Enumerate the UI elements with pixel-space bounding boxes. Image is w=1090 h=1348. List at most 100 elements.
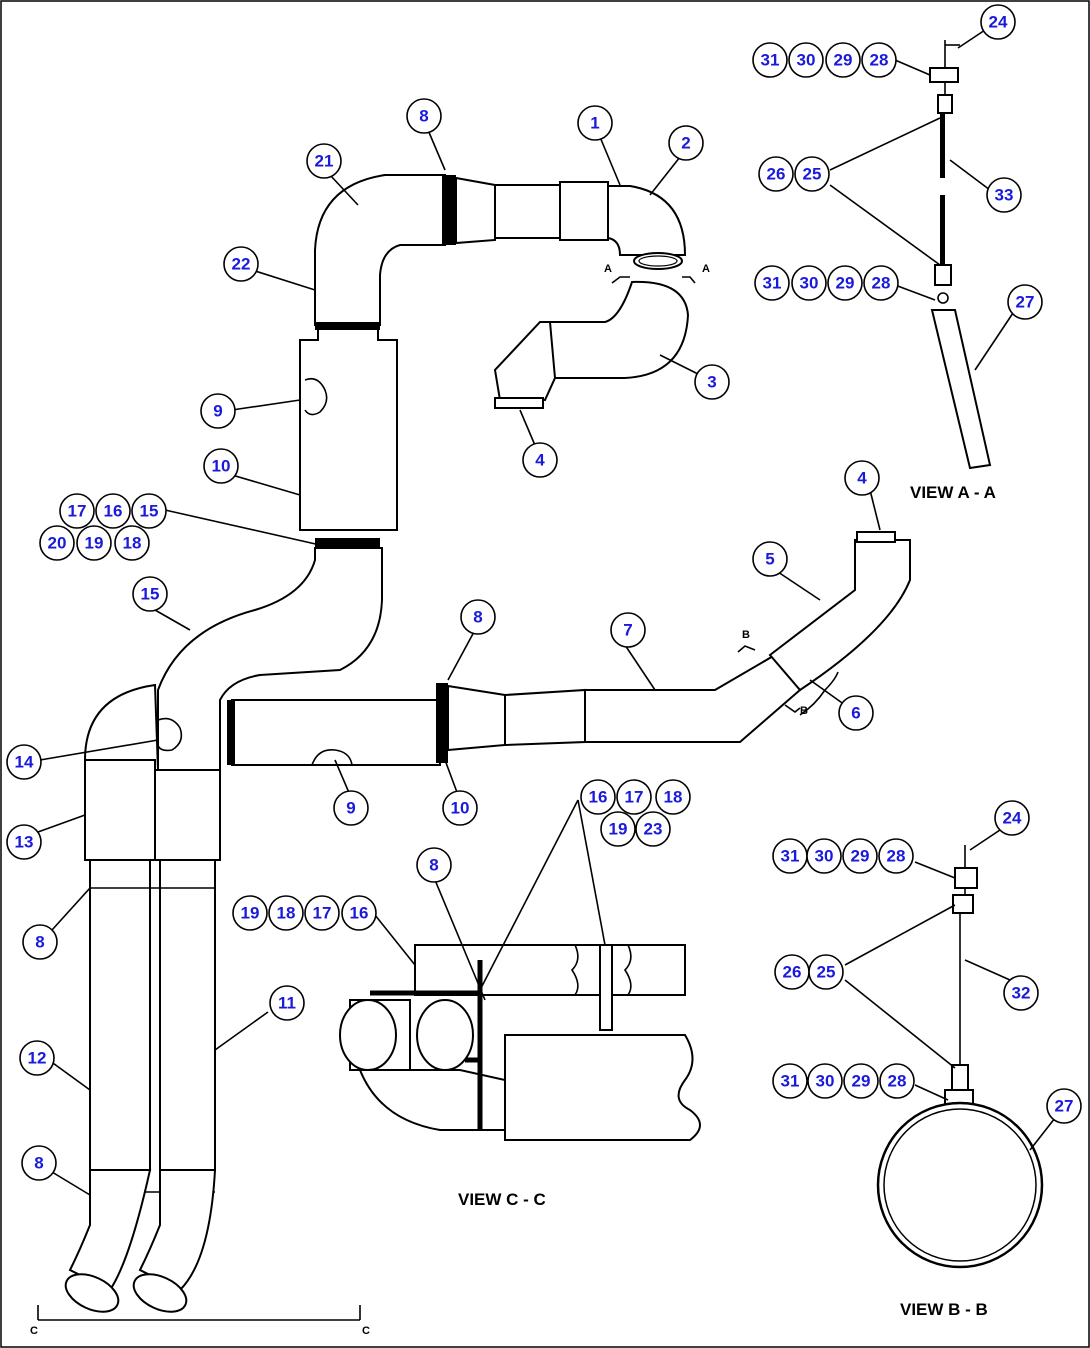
callout-view-c-5: 23 [635,811,671,847]
callout-view-b-5: 28 [878,838,914,874]
view-b-label: VIEW B - B [900,1300,988,1319]
callout-view-b-1: 24 [994,800,1030,836]
svg-text:12: 12 [28,1049,47,1068]
svg-text:29: 29 [852,1072,871,1091]
svg-text:22: 22 [232,255,251,274]
callout-view-b-3: 30 [806,838,842,874]
callout-view-a-1: 24 [980,4,1016,40]
callout-view-b-10: 30 [807,1063,843,1099]
section-b-mark-upper: B [742,629,750,641]
svg-text:5: 5 [765,550,774,569]
callout-main-9: 10 [203,448,239,484]
callout-view-a-4: 29 [825,42,861,78]
section-c-mark-right: C [362,1325,370,1337]
svg-text:27: 27 [1055,1097,1074,1116]
callout-main-13: 20 [39,525,75,561]
svg-text:26: 26 [783,963,802,982]
svg-text:30: 30 [800,274,819,293]
callout-view-a-13: 27 [1007,284,1043,320]
callout-main-8: 9 [200,393,236,429]
svg-text:3: 3 [707,373,716,392]
svg-text:16: 16 [589,788,608,807]
callout-view-c-8: 18 [268,895,304,931]
callout-main-25: 7 [610,612,646,648]
callout-view-b-12: 28 [879,1063,915,1099]
svg-text:17: 17 [313,904,332,923]
svg-text:30: 30 [815,847,834,866]
svg-text:8: 8 [473,608,482,627]
svg-text:32: 32 [1012,984,1031,1003]
svg-text:14: 14 [15,753,34,772]
callout-view-b-2: 31 [772,838,808,874]
section-a-mark-right: A [702,263,710,275]
svg-text:2: 2 [681,134,690,153]
svg-text:31: 31 [781,847,800,866]
svg-text:9: 9 [346,799,355,818]
svg-text:19: 19 [85,534,104,553]
svg-text:28: 28 [887,847,906,866]
callout-view-b-6: 26 [774,954,810,990]
svg-text:25: 25 [803,165,822,184]
callout-main-23: 4 [844,460,880,496]
svg-text:30: 30 [797,51,816,70]
callout-view-c-9: 17 [304,895,340,931]
callout-main-12: 15 [131,493,167,529]
view-a-diagram: VIEW A - A [829,29,1016,502]
callout-main-18: 13 [6,824,42,860]
callout-main-11: 16 [95,493,131,529]
callout-view-b-13: 27 [1046,1088,1082,1124]
callout-main-1: 1 [577,105,613,141]
callout-main-17: 14 [6,744,42,780]
callout-main-14: 19 [76,525,112,561]
svg-text:4: 4 [535,451,545,470]
callout-main-29: 10 [442,790,478,826]
section-a-mark-left: A [604,263,612,275]
svg-text:10: 10 [212,457,231,476]
leader-lines-main [34,129,881,1196]
svg-text:8: 8 [419,107,428,126]
svg-text:28: 28 [870,51,889,70]
callout-view-c-1: 16 [580,779,616,815]
callout-view-b-7: 25 [808,954,844,990]
svg-text:31: 31 [763,274,782,293]
callout-view-a-8: 33 [986,177,1022,213]
svg-text:18: 18 [277,904,296,923]
section-c-mark-left: C [30,1325,38,1337]
svg-text:25: 25 [817,963,836,982]
svg-text:17: 17 [625,788,644,807]
callout-main-26: 8 [460,599,496,635]
callout-main-5: 8 [406,98,442,134]
svg-text:23: 23 [644,820,663,839]
svg-text:26: 26 [767,165,786,184]
callout-view-a-11: 29 [827,265,863,301]
callout-view-c-6: 8 [416,847,452,883]
svg-text:29: 29 [851,847,870,866]
svg-text:6: 6 [851,704,860,723]
callout-main-2: 2 [668,125,704,161]
section-b-mark-lower: B [800,705,808,717]
svg-text:15: 15 [140,502,159,521]
callout-view-c-7: 19 [232,895,268,931]
callout-main-22: 8 [21,1145,57,1181]
svg-text:24: 24 [1003,809,1022,828]
svg-text:24: 24 [989,13,1008,32]
svg-text:18: 18 [664,788,683,807]
svg-text:21: 21 [315,152,334,171]
callout-main-28: 9 [333,790,369,826]
svg-text:8: 8 [429,856,438,875]
svg-text:28: 28 [888,1072,907,1091]
svg-text:29: 29 [836,274,855,293]
svg-text:13: 13 [15,833,34,852]
callout-view-c-10: 16 [341,895,377,931]
svg-text:11: 11 [278,994,296,1013]
svg-text:30: 30 [816,1072,835,1091]
callout-view-a-3: 30 [788,42,824,78]
callout-view-c-4: 19 [600,811,636,847]
callout-main-19: 8 [22,924,58,960]
callout-view-a-2: 31 [752,42,788,78]
svg-text:10: 10 [451,799,470,818]
callout-view-a-10: 30 [791,265,827,301]
